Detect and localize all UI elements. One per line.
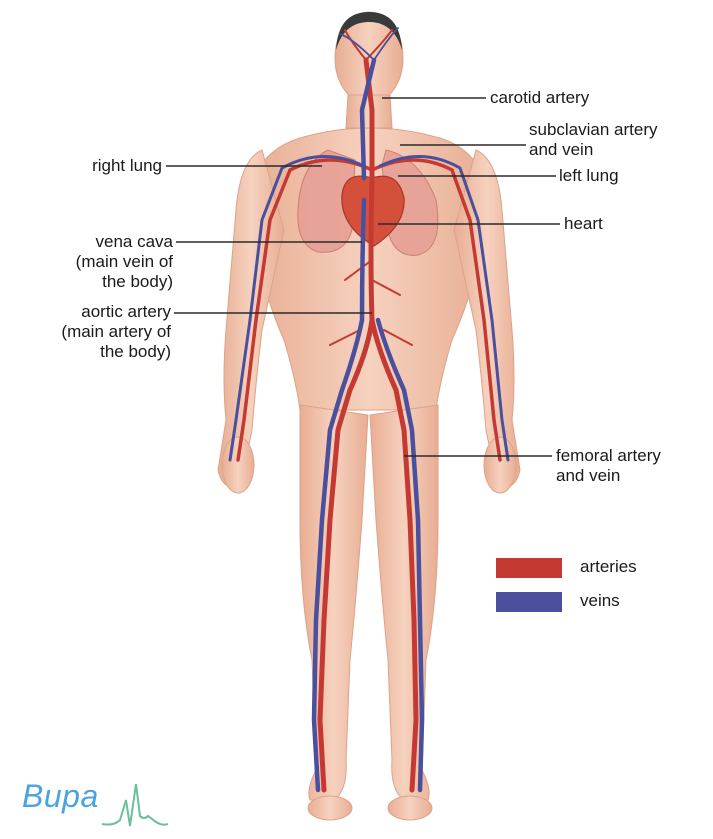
label-heart: heart	[564, 214, 603, 234]
label-carotid-artery: carotid artery	[490, 88, 589, 108]
label-subclavian-line2: and vein	[529, 140, 593, 160]
label-aortic-line1: aortic artery	[4, 302, 171, 322]
legend-veins-label: veins	[580, 591, 620, 611]
legend-veins-swatch	[496, 592, 562, 612]
label-vena-cava-line1: vena cava	[10, 232, 173, 252]
label-right-lung: right lung	[40, 156, 162, 176]
label-vena-cava-line3: the body)	[10, 272, 173, 292]
legend-arteries-label: arteries	[580, 557, 637, 577]
label-femoral-line1: femoral artery	[556, 446, 661, 466]
label-femoral-line2: and vein	[556, 466, 620, 486]
label-subclavian-line1: subclavian artery	[529, 120, 658, 140]
bupa-logo-pulse-icon	[100, 780, 170, 830]
label-aortic-line3: the body)	[4, 342, 171, 362]
label-aortic-line2: (main artery of	[4, 322, 171, 342]
label-left-lung: left lung	[559, 166, 619, 186]
bupa-logo-text: Bupa	[22, 778, 99, 815]
label-vena-cava-line2: (main vein of	[10, 252, 173, 272]
legend-arteries-swatch	[496, 558, 562, 578]
body-silhouette	[218, 12, 520, 820]
